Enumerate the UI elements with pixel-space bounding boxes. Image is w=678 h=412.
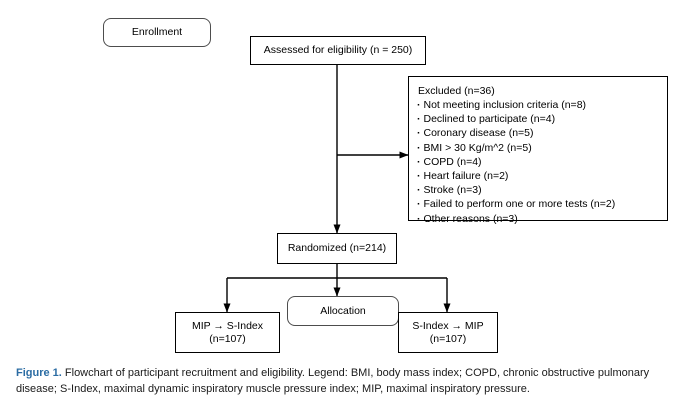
node-assessed-for-eligibility: Assessed for eligibility (n = 250)	[250, 36, 426, 65]
excluded-reason-item: Coronary disease (n=5)	[417, 126, 667, 140]
excluded-reason-item: Not meeting inclusion criteria (n=8)	[417, 98, 667, 112]
excluded-reason-list: Not meeting inclusion criteria (n=8) Dec…	[417, 98, 667, 226]
excluded-reason-item: Declined to participate (n=4)	[417, 112, 667, 126]
excluded-title: Excluded (n=36)	[418, 85, 495, 97]
node-left-arm: MIP → S-Index (n=107)	[175, 312, 280, 353]
excluded-reason-item: Other reasons (n=3)	[417, 212, 667, 226]
node-allocation-label: Allocation	[320, 304, 366, 317]
node-left-arm-line1: MIP → S-Index	[192, 319, 263, 332]
node-allocation: Allocation	[287, 296, 399, 326]
excluded-reason-item: COPD (n=4)	[417, 155, 667, 169]
node-excluded: Excluded (n=36) Not meeting inclusion cr…	[408, 76, 668, 225]
excluded-reason-item: Stroke (n=3)	[417, 183, 667, 197]
figure-caption-text: Flowchart of participant recruitment and…	[16, 367, 650, 395]
node-randomized-label: Randomized (n=214)	[287, 242, 387, 254]
figure-caption-label: Figure 1.	[16, 367, 62, 379]
node-left-arm-line2: (n=107)	[209, 332, 246, 345]
node-assessed-label: Assessed for eligibility (n = 250)	[263, 44, 413, 56]
excluded-reason-item: Failed to perform one or more tests (n=2…	[417, 197, 667, 211]
node-randomized: Randomized (n=214)	[277, 233, 397, 264]
node-right-arm-line2: (n=107)	[429, 332, 467, 345]
flowchart-connectors	[223, 65, 451, 313]
excluded-reason-item: Heart failure (n=2)	[417, 169, 667, 183]
node-right-arm: S-Index → MIP (n=107)	[398, 312, 498, 353]
excluded-reason-item: BMI > 30 Kg/m^2 (n=5)	[417, 141, 667, 155]
node-right-arm-line1: S-Index → MIP	[412, 319, 484, 332]
figure-caption: Figure 1. Flowchart of participant recru…	[0, 366, 678, 397]
node-enrollment: Enrollment	[103, 18, 211, 47]
node-enrollment-label: Enrollment	[131, 26, 183, 38]
